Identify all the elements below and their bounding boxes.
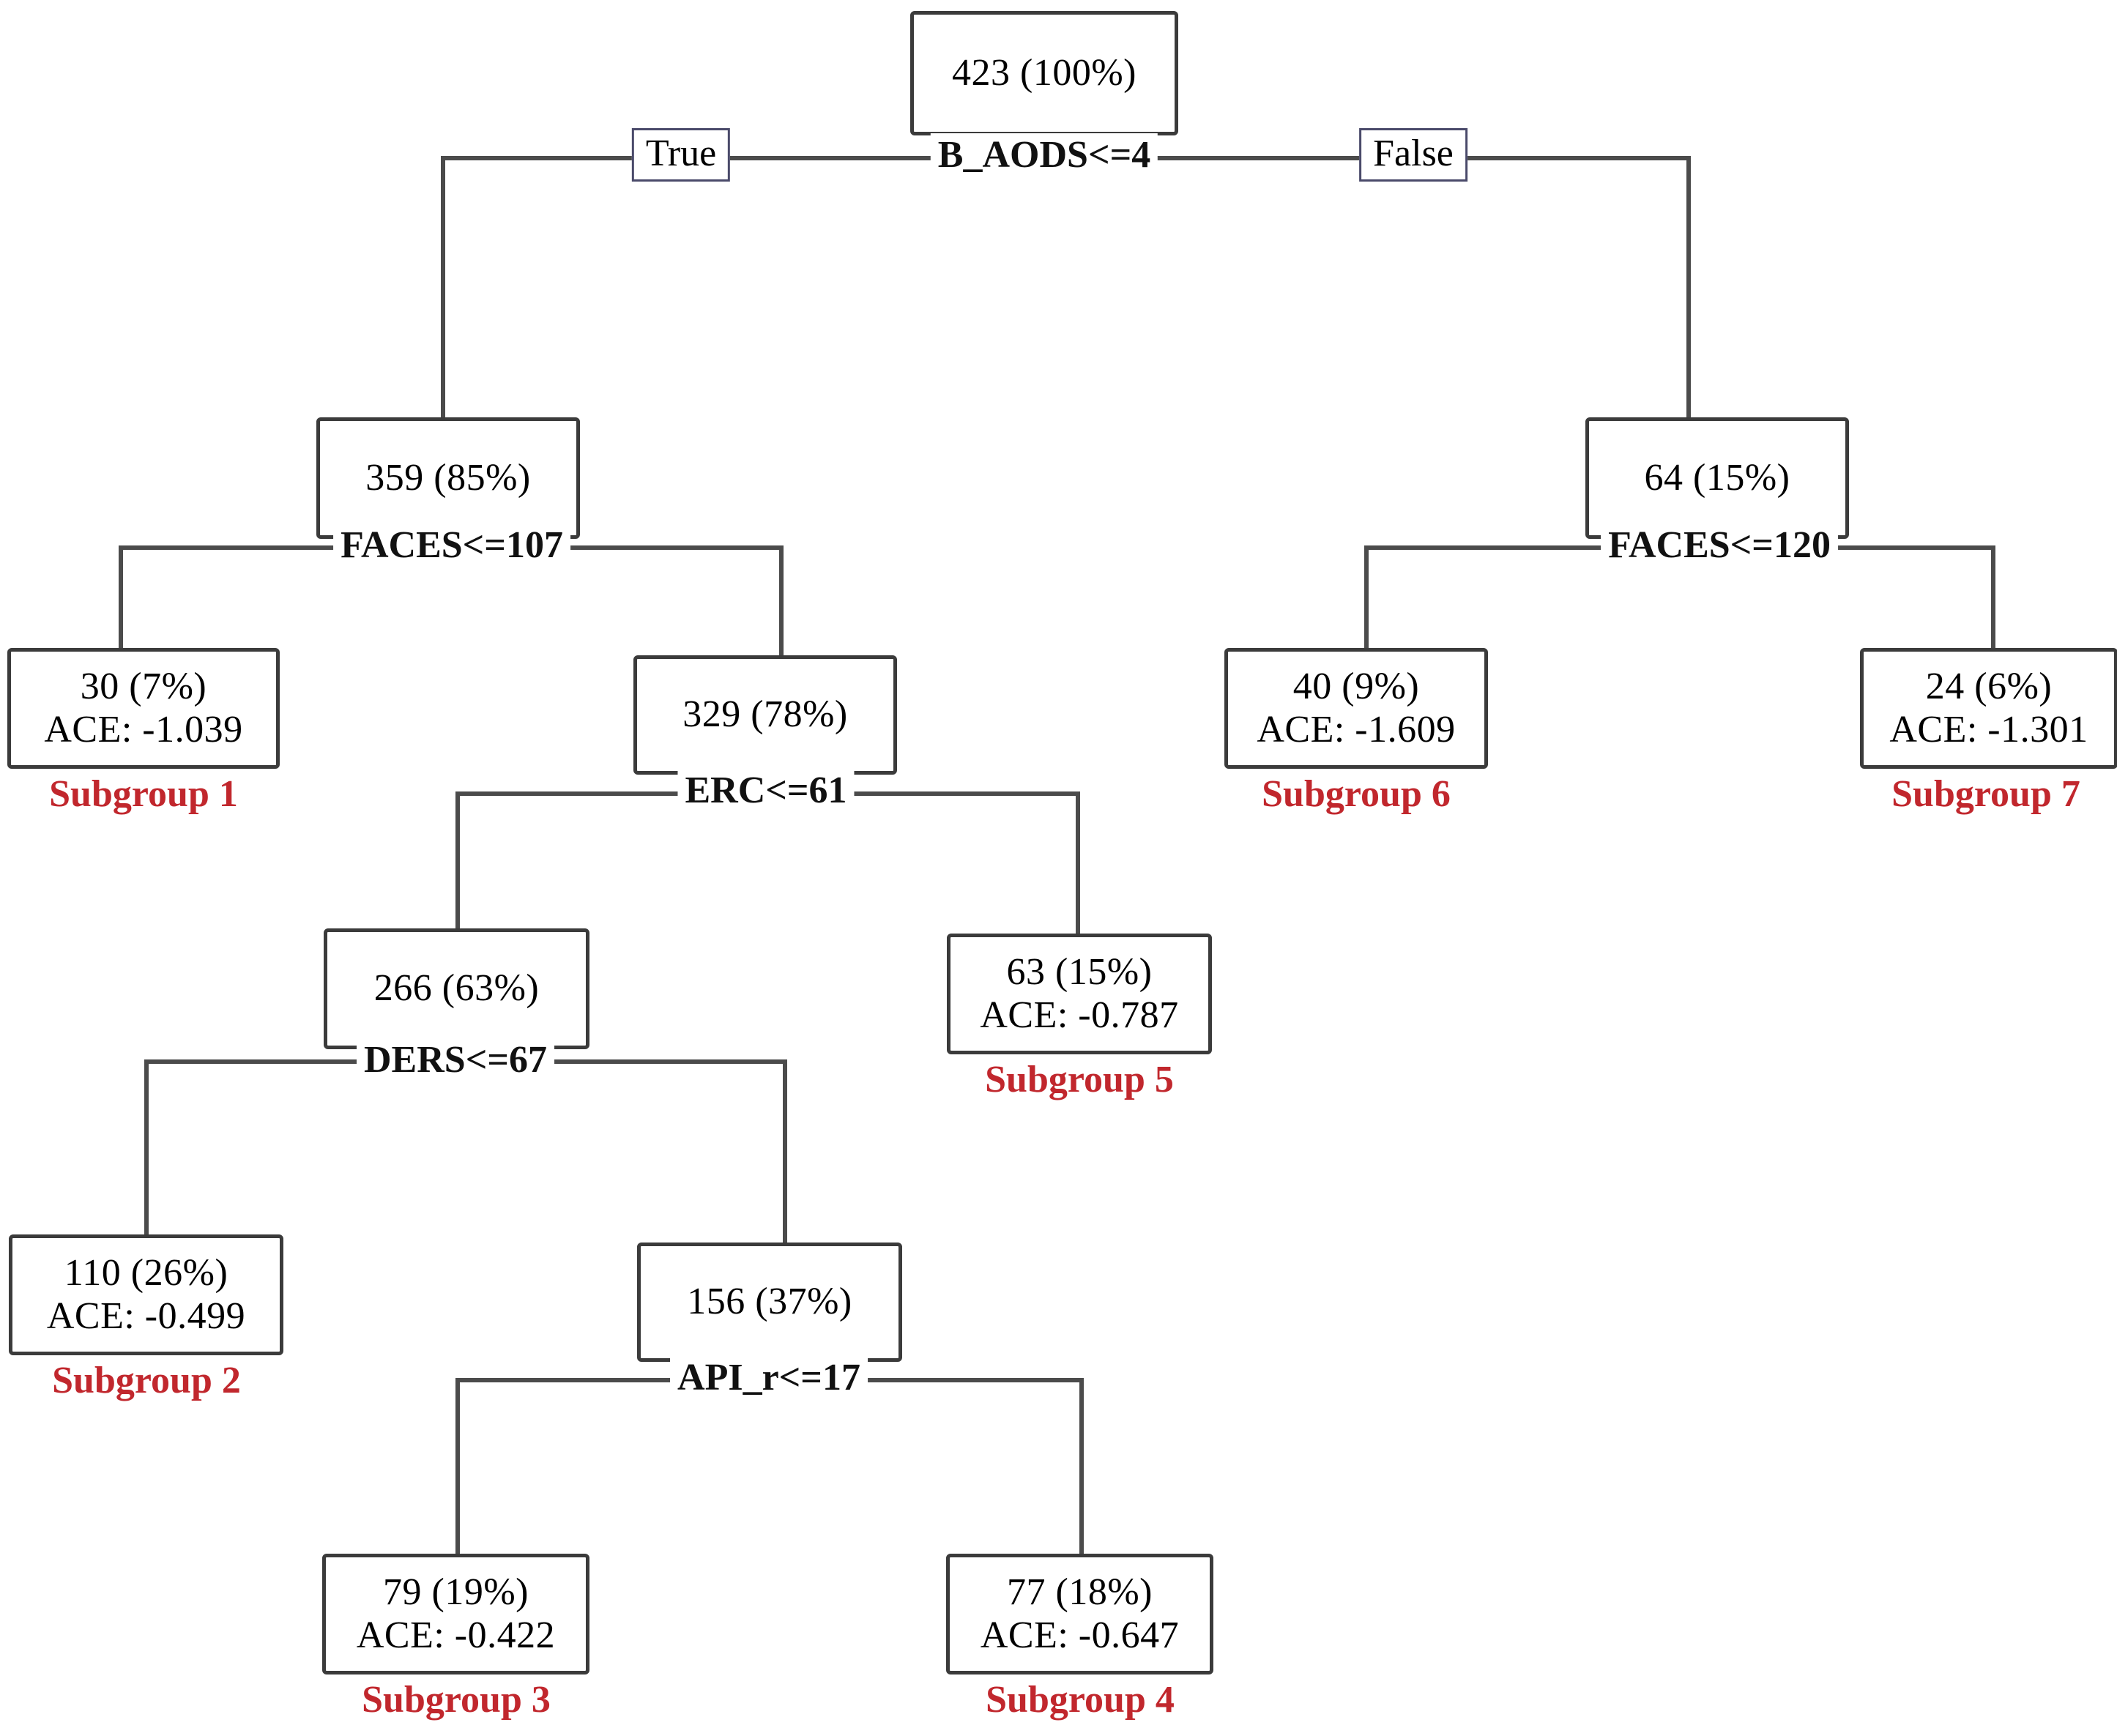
tree-node-leaf-4[interactable]: 77 (18%) ACE: -0.647	[946, 1554, 1213, 1674]
tree-node-leaf-5[interactable]: 63 (15%) ACE: -0.787	[947, 934, 1212, 1054]
node-ace: ACE: -0.787	[980, 994, 1179, 1036]
split-label-erc61: ERC<=61	[677, 769, 855, 812]
tree-node-359[interactable]: 359 (85%)	[316, 417, 580, 539]
edge-label-false: False	[1359, 128, 1467, 182]
edge-erc61-to-leaf5	[1076, 791, 1080, 938]
node-ace: ACE: -1.301	[1889, 708, 2088, 750]
subgroup-label-4: Subgroup 4	[986, 1679, 1175, 1721]
edge-erc61-to-n266	[455, 791, 460, 938]
tree-node-329[interactable]: 329 (78%)	[633, 655, 897, 775]
split-label-faces107: FACES<=107	[333, 524, 570, 567]
subgroup-label-5: Subgroup 5	[985, 1059, 1174, 1100]
edge-ders67-to-leaf2	[144, 1059, 149, 1243]
tree-node-leaf-2[interactable]: 110 (26%) ACE: -0.499	[9, 1234, 283, 1355]
node-count-pct: 79 (19%)	[383, 1571, 529, 1614]
subgroup-label-6: Subgroup 6	[1262, 773, 1451, 815]
split-label-root: B_AODS<=4	[930, 133, 1158, 176]
node-count-pct: 77 (18%)	[1007, 1571, 1153, 1614]
edge-faces120-to-leaf6	[1364, 545, 1369, 655]
edge-apir17-to-leaf4	[1079, 1378, 1084, 1557]
node-count-pct: 359 (85%)	[365, 456, 531, 499]
node-count-pct: 266 (63%)	[373, 967, 540, 1010]
tree-node-leaf-1[interactable]: 30 (7%) ACE: -1.039	[7, 648, 280, 769]
edge-faces107-to-leaf1	[119, 545, 123, 655]
tree-node-leaf-3[interactable]: 79 (19%) ACE: -0.422	[322, 1554, 589, 1674]
node-count-pct: 64 (15%)	[1644, 456, 1790, 499]
node-count-pct: 40 (9%)	[1292, 666, 1420, 708]
node-ace: ACE: -1.609	[1257, 708, 1456, 750]
edge-faces107-to-n329	[779, 545, 784, 663]
edge-faces120-to-leaf7	[1991, 545, 1995, 655]
node-count-pct: 156 (37%)	[687, 1281, 852, 1323]
tree-node-64[interactable]: 64 (15%)	[1585, 417, 1849, 539]
tree-node-leaf-6[interactable]: 40 (9%) ACE: -1.609	[1224, 648, 1488, 769]
node-ace: ACE: -1.039	[44, 708, 243, 750]
tree-node-root[interactable]: 423 (100%)	[910, 11, 1178, 135]
split-label-ders67: DERS<=67	[357, 1038, 554, 1081]
subgroup-label-7: Subgroup 7	[1891, 773, 2080, 815]
node-count-pct: 329 (78%)	[682, 693, 848, 736]
edge-root-to-right	[1686, 156, 1691, 442]
node-count-pct: 63 (15%)	[1006, 951, 1153, 994]
edge-apir17-to-leaf3	[455, 1378, 460, 1557]
node-ace: ACE: -0.647	[980, 1614, 1180, 1656]
node-count-pct: 423 (100%)	[952, 51, 1136, 94]
tree-node-156[interactable]: 156 (37%)	[637, 1243, 902, 1362]
split-label-apir17: API_r<=17	[670, 1356, 868, 1399]
subgroup-label-2: Subgroup 2	[52, 1360, 241, 1401]
edge-label-true: True	[631, 128, 731, 182]
subgroup-label-1: Subgroup 1	[49, 773, 238, 815]
subgroup-label-3: Subgroup 3	[362, 1679, 551, 1721]
edge-root-to-left	[441, 156, 445, 442]
node-count-pct: 24 (6%)	[1925, 666, 2053, 708]
split-label-faces120: FACES<=120	[1601, 524, 1838, 567]
edge-ders67-to-n156	[783, 1059, 787, 1250]
node-count-pct: 110 (26%)	[64, 1252, 228, 1294]
node-ace: ACE: -0.422	[356, 1614, 556, 1656]
node-ace: ACE: -0.499	[46, 1294, 246, 1337]
tree-node-266[interactable]: 266 (63%)	[324, 928, 589, 1049]
node-count-pct: 30 (7%)	[80, 666, 207, 708]
tree-node-leaf-7[interactable]: 24 (6%) ACE: -1.301	[1860, 648, 2117, 769]
